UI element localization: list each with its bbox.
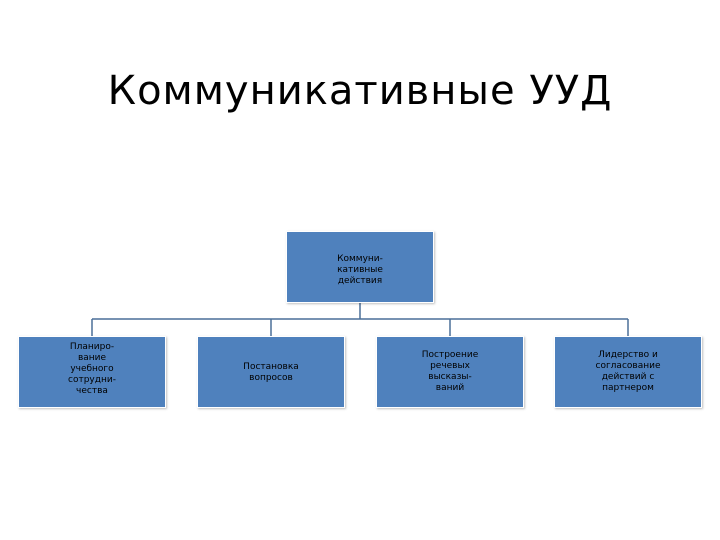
root-node-label: Коммуни- кативные действия: [337, 254, 383, 286]
root-node-communicative-actions: Коммуни- кативные действия: [286, 231, 434, 303]
child-node-speech-statements: Построение речевых высказы- ваний: [376, 336, 524, 408]
child-node-label: Планиро- вание учебного сотрудни- чества: [68, 342, 116, 396]
child-node-label: Постановка вопросов: [243, 362, 299, 383]
slide-title: Коммуникативные УУД: [107, 68, 613, 114]
child-node-planning-cooperation: Планиро- вание учебного сотрудни- чества: [18, 336, 166, 408]
child-node-asking-questions: Постановка вопросов: [197, 336, 345, 408]
child-node-leadership-coordination: Лидерство и согласование действий с парт…: [554, 336, 702, 408]
child-node-label: Лидерство и согласование действий с парт…: [595, 350, 661, 393]
child-node-label: Построение речевых высказы- ваний: [421, 350, 479, 393]
